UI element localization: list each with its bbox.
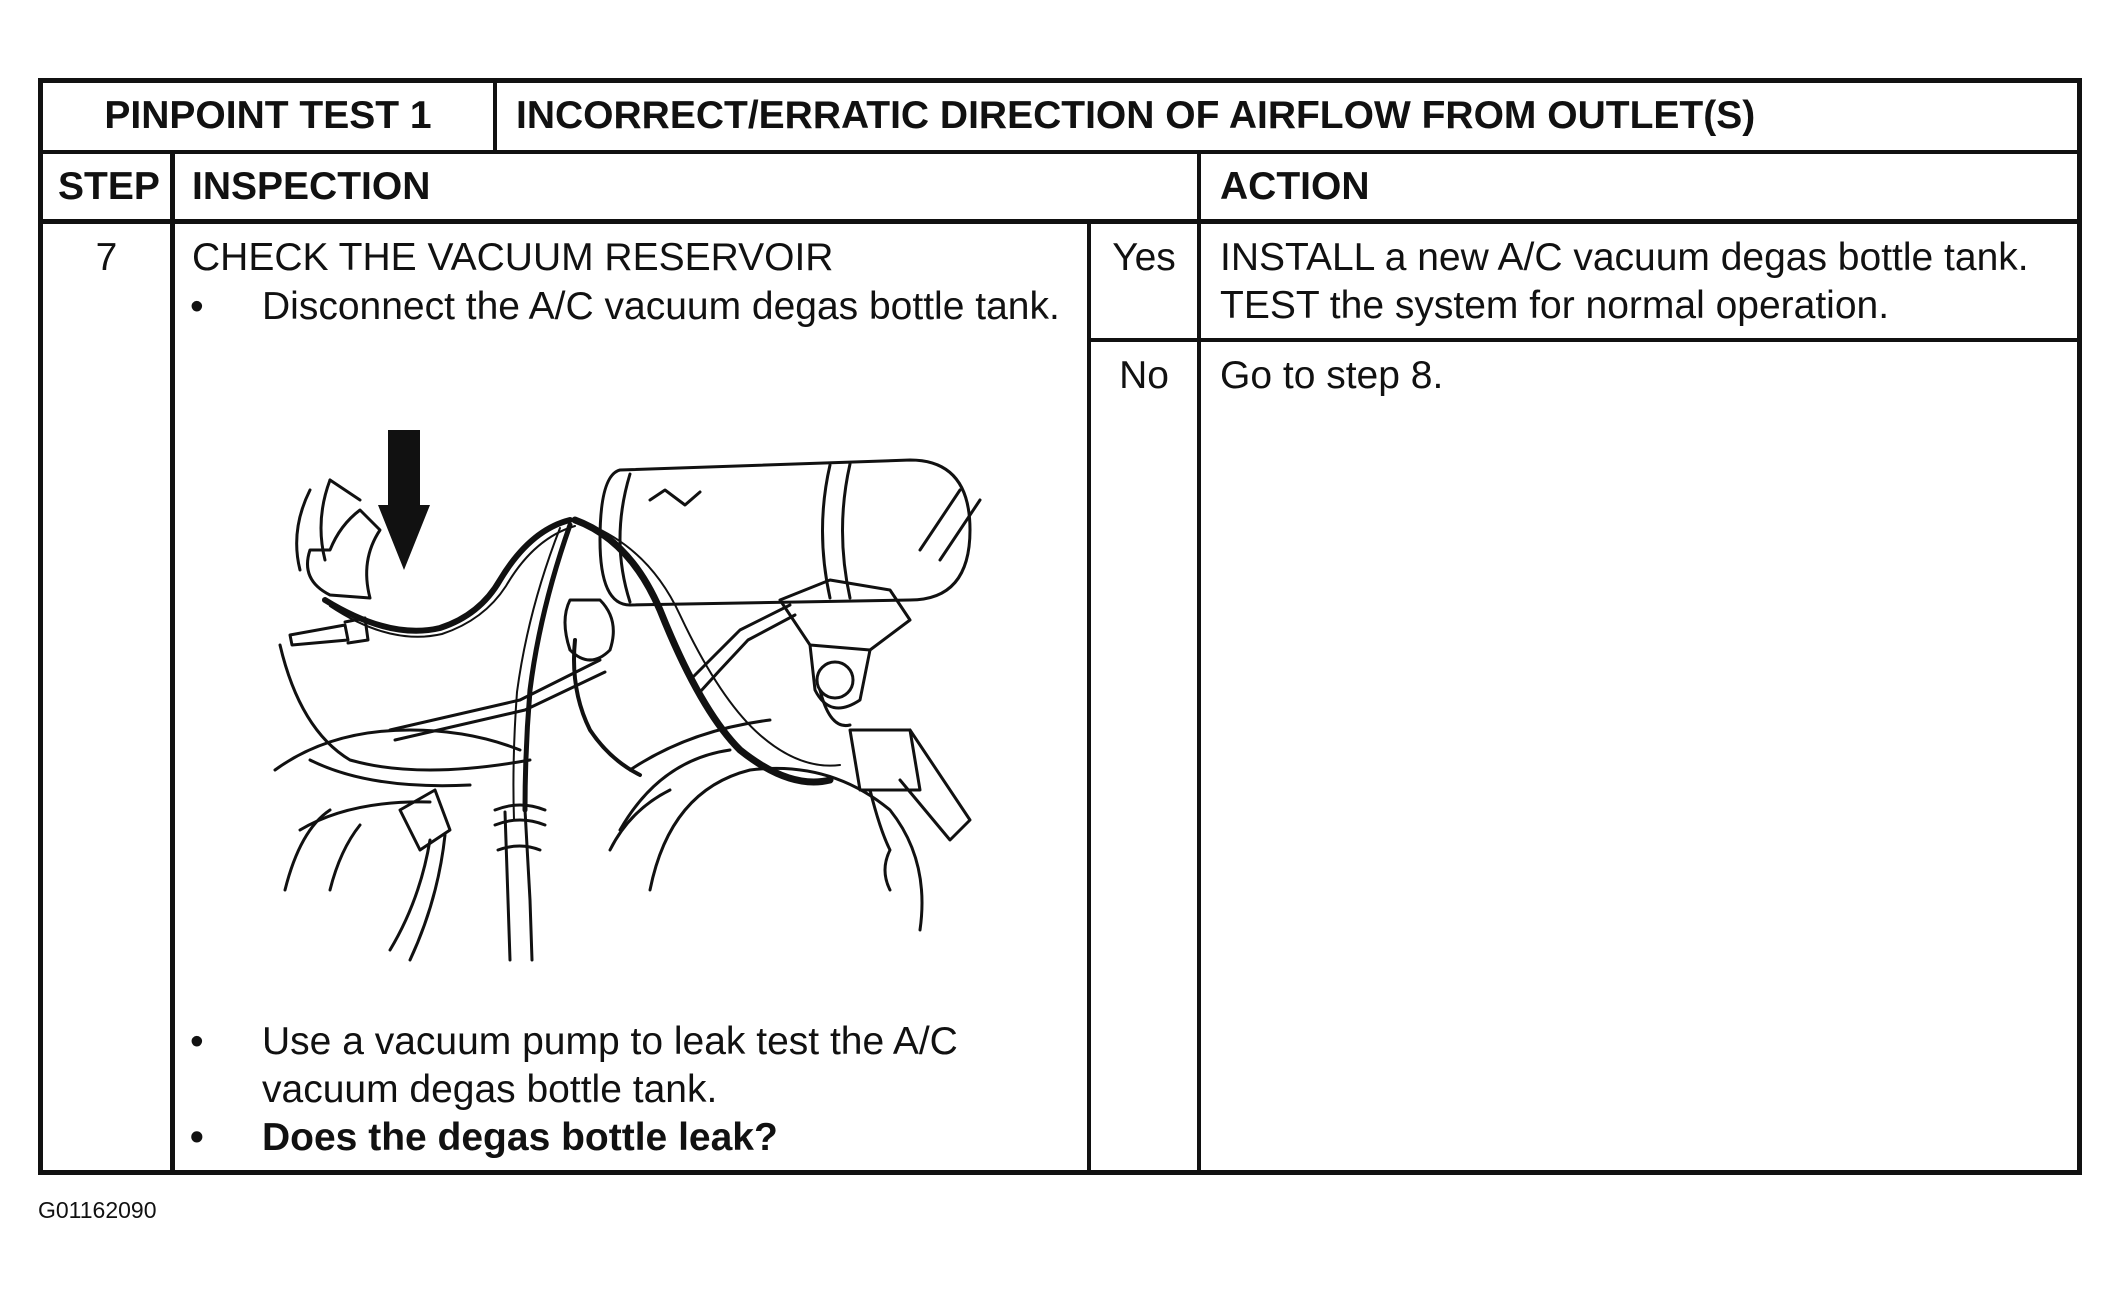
step-number: 7 bbox=[95, 236, 118, 279]
answer-no-action: Go to step 8. bbox=[1220, 354, 1444, 397]
answer-yes-label: Yes bbox=[1112, 236, 1176, 279]
answer-yes-action: INSTALL a new A/C vacuum degas bottle ta… bbox=[1220, 236, 2029, 327]
bullet-question: Does the degas bottle leak? bbox=[262, 1116, 778, 1159]
test-label: PINPOINT TEST 1 bbox=[104, 94, 432, 137]
title-divider bbox=[493, 78, 497, 152]
header-divider bbox=[38, 150, 2082, 154]
bullet-icon: • bbox=[190, 1020, 204, 1063]
bullet-icon: • bbox=[190, 285, 204, 328]
figure-id: G01162090 bbox=[38, 1197, 157, 1223]
step-column-divider bbox=[170, 150, 175, 1175]
column-header-inspection: INSPECTION bbox=[192, 165, 431, 208]
action-column-divider bbox=[1197, 150, 1201, 1175]
table-border-top bbox=[38, 78, 2082, 83]
test-title: INCORRECT/ERRATIC DIRECTION OF AIRFLOW F… bbox=[516, 94, 1756, 137]
inspection-title: CHECK THE VACUUM RESERVOIR bbox=[192, 236, 834, 279]
bullet-text: Use a vacuum pump to leak test the A/C v… bbox=[262, 1020, 958, 1111]
bullet-text: Disconnect the A/C vacuum degas bottle t… bbox=[262, 285, 1060, 328]
table-border-right bbox=[2077, 78, 2082, 1175]
answer-column-divider bbox=[1087, 221, 1091, 1175]
yes-no-divider bbox=[1087, 338, 2082, 342]
bullet-icon: • bbox=[190, 1116, 204, 1159]
pointer-arrow-icon bbox=[378, 430, 430, 570]
vacuum-reservoir-illustration bbox=[273, 430, 982, 962]
answer-no-label: No bbox=[1119, 354, 1169, 397]
column-header-step: STEP bbox=[58, 165, 160, 208]
column-header-action: ACTION bbox=[1220, 165, 1370, 208]
table-border-left bbox=[38, 78, 43, 1175]
column-header-divider bbox=[38, 219, 2082, 224]
table-border-bottom bbox=[38, 1170, 2082, 1175]
